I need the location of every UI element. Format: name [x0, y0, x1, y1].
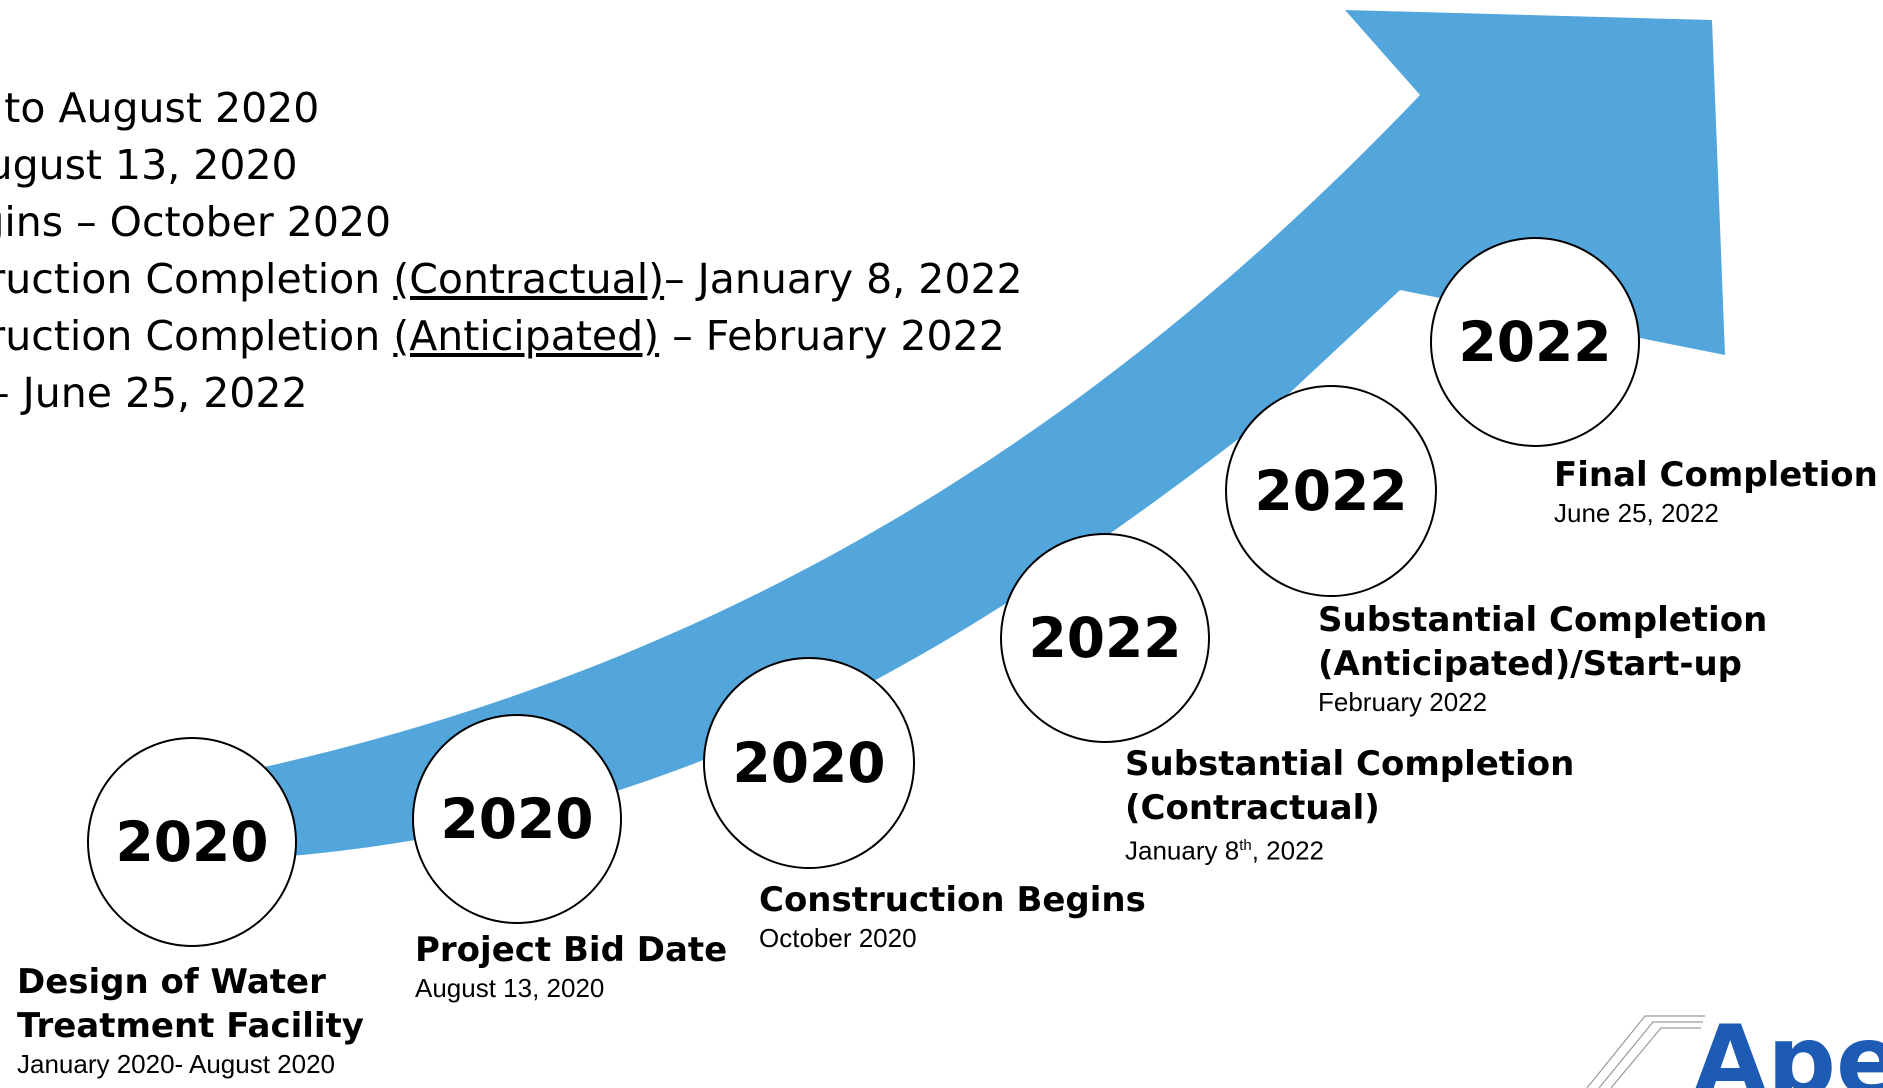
milestone-title: Design of Water: [17, 962, 326, 1002]
year-label: 2022: [1458, 310, 1612, 374]
summary-line: on – June 25, 2022: [0, 369, 308, 417]
milestone-substantial-contractual: Substantial Completion (Contractual) Jan…: [1125, 742, 1574, 867]
milestone-title: Substantial Completion: [1318, 600, 1768, 640]
milestone-date: October 2020: [759, 923, 917, 953]
year-label: 2020: [440, 787, 594, 851]
year-label: 2020: [732, 731, 886, 795]
summary-line: nstruction Completion (Contractual)– Jan…: [0, 255, 1023, 303]
company-logo: Ape: [1585, 1012, 1883, 1088]
year-circle: 2020: [412, 714, 622, 924]
milestone-bid-date: Project Bid Date August 13, 2020: [415, 928, 727, 1004]
milestone-summary-list: ary to August 2020 – August 13, 2020 Beg…: [0, 80, 1023, 422]
year-circle: 2020: [87, 737, 297, 947]
milestone-title: Project Bid Date: [415, 930, 728, 970]
milestone-construction-begins: Construction Begins October 2020: [759, 878, 1146, 954]
milestone-title: (Anticipated)/Start-up: [1318, 644, 1743, 684]
milestone-title: Substantial Completion: [1125, 744, 1575, 784]
milestone-final-completion: Final Completion June 25, 2022: [1554, 453, 1878, 529]
milestone-title: Final Completion: [1554, 455, 1878, 495]
milestone-date: February 2022: [1318, 687, 1488, 717]
year-label: 2020: [115, 810, 269, 874]
year-circle: 2022: [1000, 533, 1210, 743]
year-circle: 2020: [703, 657, 915, 869]
milestone-title: (Contractual): [1125, 788, 1380, 828]
year-label: 2022: [1028, 606, 1182, 670]
milestone-substantial-anticipated: Substantial Completion (Anticipated)/Sta…: [1318, 598, 1767, 718]
milestone-date: January 8th, 2022: [1125, 835, 1324, 866]
milestone-design: Design of Water Treatment Facility Janua…: [17, 960, 364, 1080]
year-label: 2022: [1254, 459, 1408, 523]
svg-text:Ape: Ape: [1693, 1012, 1883, 1088]
summary-line: ary to August 2020: [0, 84, 320, 132]
summary-line: nstruction Completion (Anticipated) – Fe…: [0, 312, 1005, 360]
summary-line: Begins – October 2020: [0, 198, 392, 246]
logo-mark: Ape: [1586, 1012, 1883, 1088]
milestone-title: Treatment Facility: [17, 1006, 364, 1046]
milestone-date: January 2020- August 2020: [17, 1049, 336, 1079]
year-circle: 2022: [1430, 237, 1640, 447]
milestone-date: June 25, 2022: [1554, 498, 1719, 528]
summary-line: – August 13, 2020: [0, 141, 298, 189]
milestone-date: August 13, 2020: [415, 973, 605, 1003]
arrow-shape: [120, 10, 1725, 863]
year-circle: 2022: [1225, 385, 1437, 597]
milestone-title: Construction Begins: [759, 880, 1146, 920]
